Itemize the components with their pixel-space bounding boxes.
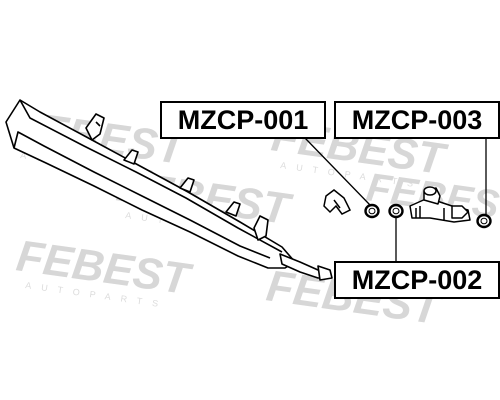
bracket-left-hole — [95, 121, 101, 127]
fitting-top-cap — [423, 186, 437, 196]
fitting-side-nipple — [451, 205, 469, 219]
fitting-ribs — [415, 206, 445, 220]
part-003-oring — [476, 213, 492, 229]
part-002-oring — [388, 203, 404, 219]
injector-boss-2 — [179, 177, 195, 193]
leader-line-001 — [304, 137, 371, 206]
injector-boss-1 — [123, 149, 139, 165]
retaining-clip — [323, 189, 352, 215]
part-label-mzcp-001: MZCP-001 — [160, 101, 326, 139]
part-001-oring — [364, 203, 380, 219]
part-label-mzcp-002: MZCP-002 — [334, 261, 500, 299]
fuel-inlet-tip — [317, 265, 333, 281]
fuel-rail-drawing — [5, 99, 333, 281]
bracket-left — [85, 113, 105, 141]
injector-boss-3 — [225, 201, 241, 217]
part-label-mzcp-003: MZCP-003 — [334, 101, 500, 139]
bracket-right — [253, 215, 269, 241]
fuel-pressure-fitting — [409, 186, 471, 223]
leader-line-002 — [395, 217, 405, 267]
fuel-rail-top-ridge — [19, 99, 283, 253]
fuel-rail-lower-edge — [13, 131, 271, 259]
